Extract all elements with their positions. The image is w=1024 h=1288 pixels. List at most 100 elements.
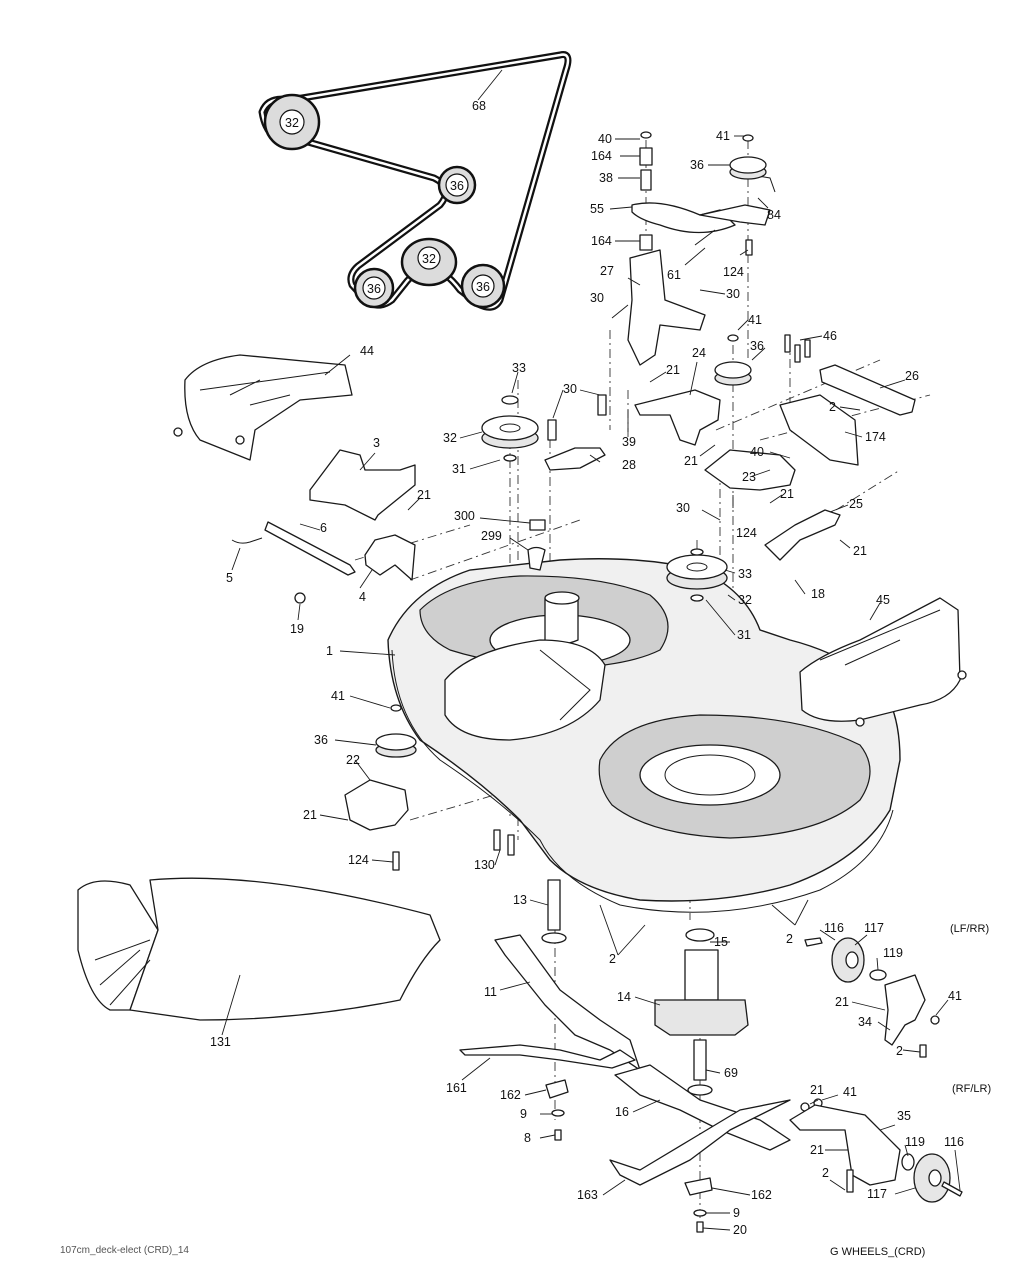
belt-pulley-left: 32: [263, 93, 321, 151]
callout-21-rflr-lower: 21: [810, 1143, 824, 1157]
idler-pulley-mid: [714, 334, 752, 386]
callout-16: 16: [615, 1105, 629, 1119]
callout-20: 20: [733, 1223, 747, 1237]
callout-34: 34: [858, 1015, 872, 1029]
belt-pulley-bottom-left: 36: [353, 267, 395, 309]
mower-deck-housing: [387, 558, 901, 913]
bracket-27: [627, 249, 706, 366]
link-rod-6: [264, 521, 356, 576]
idler-pulley-top: [729, 134, 767, 180]
callout-55: 55: [590, 202, 604, 216]
callout-14: 14: [617, 990, 631, 1004]
bracket-22: [344, 779, 409, 831]
callout-8: 8: [524, 1131, 531, 1145]
discharge-chute-131: [77, 877, 441, 1021]
callout-15: 15: [714, 935, 728, 949]
bracket-28: [544, 447, 606, 471]
callout-124-mid: 124: [736, 526, 757, 540]
callout-174: 174: [865, 430, 886, 444]
rf-lr-note: (RF/LR): [952, 1083, 991, 1095]
callout-21-lower-left: 21: [303, 808, 317, 822]
callout-36-left: 36: [314, 733, 328, 747]
belt-pulley-center-label: 32: [422, 252, 436, 266]
callout-22: 22: [346, 753, 360, 767]
diagram-reference-code: 107cm_deck-elect (CRD)_14: [60, 1245, 189, 1256]
belt-pulley-bottom-left-label: 36: [367, 282, 381, 296]
bracket-4: [364, 534, 416, 581]
callout-40-mid: 40: [750, 445, 764, 459]
callout-5: 5: [226, 571, 233, 585]
left-belt-cover: [184, 354, 353, 461]
callout-28: 28: [622, 458, 636, 472]
callout-131: 131: [210, 1035, 231, 1049]
callout-116: 116: [824, 921, 844, 935]
lf-rr-note: (LF/RR): [950, 923, 989, 935]
callout-2-wheel: 2: [896, 1044, 903, 1058]
callout-2-center: 2: [609, 952, 616, 966]
callout-61: 61: [667, 268, 681, 282]
callout-32-right: 32: [738, 593, 752, 607]
callout-24: 24: [692, 346, 706, 360]
callout-18: 18: [811, 587, 825, 601]
callout-30-lower: 30: [676, 501, 690, 515]
idler-pulley-left: [481, 395, 539, 462]
hair-pin-clip-5: [231, 537, 263, 544]
blade-163: [609, 1099, 791, 1186]
gauge-wheel-assembly-rf-lr: [789, 1098, 963, 1203]
belt-pulley-bottom-right-label: 36: [476, 280, 490, 294]
callout-21-far-right: 21: [853, 544, 867, 558]
callout-4: 4: [359, 590, 366, 604]
callout-69: 69: [724, 1066, 738, 1080]
plate-174: [779, 394, 859, 466]
wheels-reference-code: G WHEELS_(CRD): [830, 1246, 925, 1258]
spindle-housing-14: [654, 928, 749, 1096]
callout-23: 23: [742, 470, 756, 484]
callout-45: 45: [876, 593, 890, 607]
callout-21-left: 21: [417, 488, 431, 502]
callout-38: 38: [599, 171, 613, 185]
callout-36-mid: 36: [750, 339, 764, 353]
spindle-pulley-right: [666, 548, 728, 602]
callout-30-right: 30: [726, 287, 740, 301]
callout-41-left: 41: [331, 689, 345, 703]
callout-21-rflr: 21: [810, 1083, 824, 1097]
belt-pulley-left-label: 32: [285, 116, 299, 130]
callout-40: 40: [598, 132, 612, 146]
idler-pulley-lower-left: [375, 704, 417, 758]
callout-117: 117: [864, 921, 884, 935]
callout-299: 299: [481, 529, 502, 543]
callout-117-rflr: 117: [867, 1187, 887, 1201]
bracket-3: [309, 449, 416, 521]
plate-24: [634, 389, 721, 446]
callout-3: 3: [373, 436, 380, 450]
callout-31: 31: [452, 462, 466, 476]
gauge-wheel-assembly-lf-rr: [804, 937, 940, 1058]
callout-9: 9: [520, 1107, 527, 1121]
callout-124: 124: [723, 265, 744, 279]
bracket-23: [704, 449, 796, 491]
callout-35: 35: [897, 1109, 911, 1123]
callout-2: 2: [829, 400, 836, 414]
callout-41: 41: [716, 129, 730, 143]
callout-32: 32: [443, 431, 457, 445]
callout-164: 164: [591, 149, 612, 163]
callout-163: 163: [577, 1188, 598, 1202]
callout-41-mid: 41: [748, 313, 762, 327]
callout-116-rflr: 116: [944, 1135, 964, 1149]
right-belt-cover: [799, 597, 961, 722]
callout-26: 26: [905, 369, 919, 383]
belt-pulley-bottom-right: 36: [460, 263, 506, 309]
callout-21-right: 21: [780, 487, 794, 501]
callout-21-mid: 21: [684, 454, 698, 468]
callout-44: 44: [360, 344, 374, 358]
callout-36: 36: [690, 158, 704, 172]
callout-164-lower: 164: [591, 234, 612, 248]
callout-130: 130: [474, 858, 495, 872]
callout-300: 300: [454, 509, 475, 523]
callout-161: 161: [446, 1081, 467, 1095]
callout-leader-lines: [221, 135, 961, 1231]
callout-39: 39: [622, 435, 636, 449]
callout-21-wheel: 21: [835, 995, 849, 1009]
callout-41-wheel: 41: [948, 989, 962, 1003]
